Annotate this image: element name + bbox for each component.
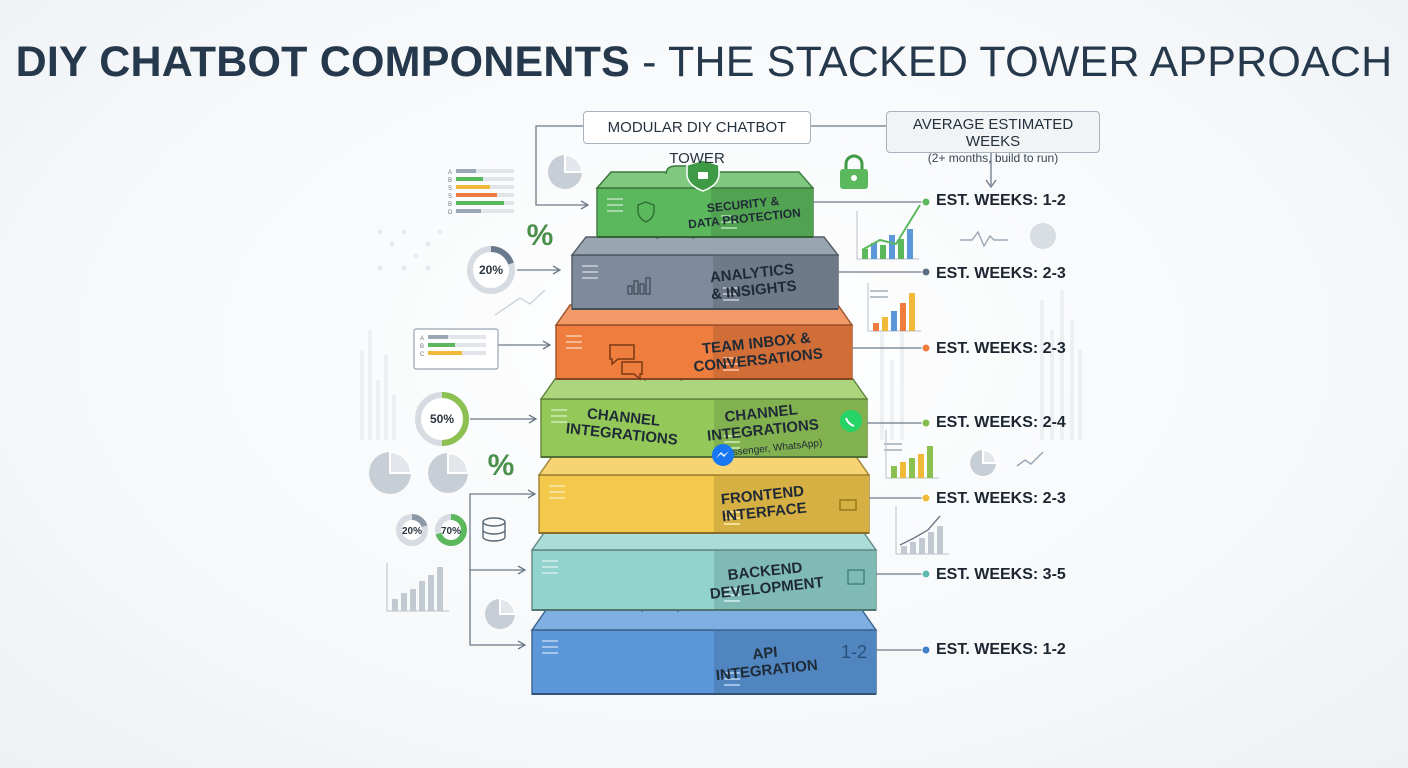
chart-bar-icon <box>645 277 651 295</box>
svg-text:20%: 20% <box>402 526 422 537</box>
svg-text:A: A <box>448 170 452 176</box>
bar-chart-right-1 <box>856 211 919 260</box>
layer-backend: BACKENDDEVELOPMENT <box>530 523 931 611</box>
svg-text:70%: 70% <box>441 526 461 537</box>
weeks-callout: AVERAGE ESTIMATED WEEKS (2+ months, buil… <box>886 111 1100 165</box>
svg-text:D: D <box>448 210 453 216</box>
est-weeks-analytics: EST. WEEKS: 2-3 <box>936 265 1066 282</box>
tower: APIINTEGRATION1-2BACKENDDEVELOPMENTFRONT… <box>530 165 931 695</box>
whatsapp-icon <box>840 410 862 432</box>
tower-callout: MODULAR DIY CHATBOT TOWER <box>583 111 811 167</box>
layer-inbox: TEAM INBOX &CONVERSATIONS <box>554 298 931 380</box>
chat-bubble-icon <box>609 344 635 366</box>
est-weeks-security: EST. WEEKS: 1-2 <box>936 192 1066 209</box>
est-dot-channel <box>921 418 931 428</box>
est-dot-frontend <box>921 493 931 503</box>
trend-line-icon <box>861 204 921 251</box>
est-dot-analytics <box>921 267 931 277</box>
pie-chart-bottom <box>485 597 517 629</box>
percent-icon-top: % <box>527 219 554 252</box>
database-icon <box>482 517 506 542</box>
est-weeks-backend: EST. WEEKS: 3-5 <box>936 566 1066 583</box>
donut-20-top: 20% <box>467 246 515 294</box>
est-dot-inbox <box>921 343 931 353</box>
svg-text:B: B <box>448 202 452 208</box>
pie-chart-right <box>970 448 998 476</box>
page-title: DIY CHATBOT COMPONENTS - THE STACKED TOW… <box>15 38 1393 86</box>
layer-label-frontend: FRONTENDINTERFACE <box>719 483 807 526</box>
tower-icons <box>609 154 868 585</box>
est-dot-security <box>921 197 931 207</box>
donut-20-bottom: 20% <box>396 514 428 546</box>
donut-70: 70% <box>435 514 467 546</box>
background-decor <box>360 229 1082 440</box>
chart-bar-icon <box>627 285 633 295</box>
layer-label-left-channel: CHANNELINTEGRATIONS <box>565 403 680 449</box>
layer-security: SECURITY &DATA PROTECTION <box>595 165 931 238</box>
list-widget-mid: ABC <box>413 328 499 370</box>
svg-text:B: B <box>448 178 452 184</box>
est-weeks-inbox: EST. WEEKS: 2-3 <box>936 340 1066 357</box>
window-icon <box>839 499 857 511</box>
svg-text:50%: 50% <box>430 412 454 426</box>
svg-text:C: C <box>420 352 425 358</box>
donut-50: 50% <box>415 392 469 446</box>
faint-trend-decor <box>494 289 546 316</box>
bar-chart-right-2 <box>867 283 921 332</box>
layer-frontend: FRONTENDINTERFACE <box>537 448 931 534</box>
est-weeks-channel: EST. WEEKS: 2-4 <box>936 414 1066 431</box>
chart-bar-icon <box>633 280 639 295</box>
percent-icon-mid: % <box>488 449 515 482</box>
est-weeks-api: EST. WEEKS: 1-2 <box>936 641 1066 658</box>
svg-text:S: S <box>448 186 452 192</box>
pulse-line-icon <box>960 230 1008 248</box>
svg-text:20%: 20% <box>479 263 503 277</box>
trend-line-faint-icon <box>1016 451 1044 467</box>
est-dot-api <box>921 645 931 655</box>
trend-line-small-icon <box>899 515 941 546</box>
layer-analytics: ANALYTICS& INSIGHTS <box>570 230 931 310</box>
layer-side-text-api: 1-2 <box>841 642 867 662</box>
pie-chart-top <box>548 153 584 189</box>
connector-lines <box>469 125 997 650</box>
shield-small-icon <box>637 201 655 223</box>
svg-text:B: B <box>420 344 424 350</box>
chat-bubble-2-icon <box>621 361 643 381</box>
bar-chart-left <box>386 563 449 612</box>
est-dot-backend <box>921 569 931 579</box>
chart-bar-icon <box>639 283 645 295</box>
bar-chart-right-3 <box>885 430 939 479</box>
padlock-icon <box>840 154 868 189</box>
svg-text:A: A <box>420 336 424 342</box>
est-weeks-frontend: EST. WEEKS: 2-3 <box>936 490 1066 507</box>
pie-chart-left <box>369 450 413 494</box>
weeks-callout-title: AVERAGE ESTIMATED WEEKS <box>912 116 1074 150</box>
weeks-callout-subtitle: (2+ months, build to run) <box>927 151 1059 165</box>
pie-chart-mid <box>428 451 470 493</box>
layer-channel: CHANNELINTEGRATIONS(Messenger, WhatsApp)… <box>539 372 931 460</box>
faint-circle-decor <box>1030 223 1056 249</box>
svg-text:S: S <box>448 194 452 200</box>
bar-chart-right-4 <box>895 506 949 555</box>
server-icon <box>847 569 865 585</box>
